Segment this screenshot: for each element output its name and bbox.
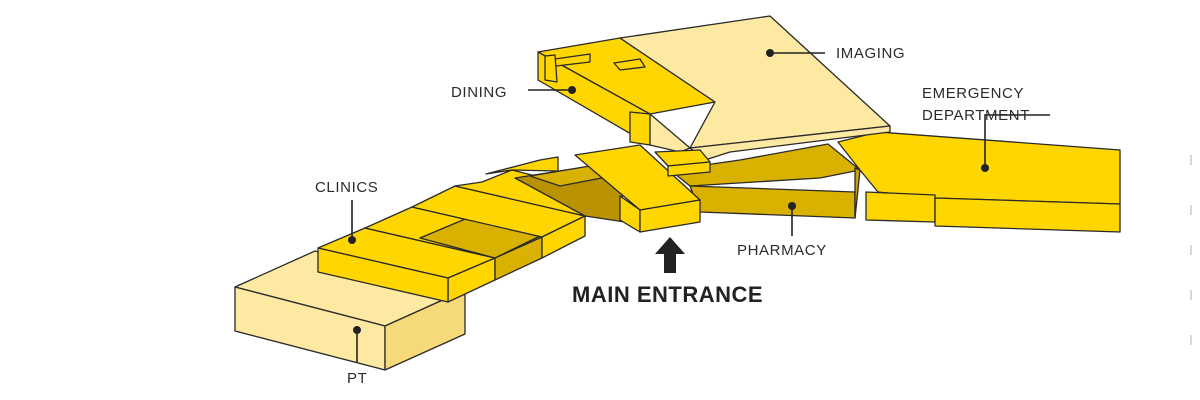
clinics-building xyxy=(317,156,599,303)
right-edge-scroll-marks xyxy=(1190,155,1192,345)
clinics-leader xyxy=(348,200,356,244)
main-entrance-label: MAIN ENTRANCE xyxy=(572,282,763,307)
pharmacy-leader xyxy=(788,202,796,236)
dining-leader xyxy=(528,86,576,94)
main-entrance-arrow-icon xyxy=(655,237,685,273)
pt-leader xyxy=(353,326,361,362)
imaging-label: IMAGING xyxy=(836,45,905,62)
clinics-label: CLINICS xyxy=(315,179,378,196)
main-entrance-canopy xyxy=(574,144,711,233)
pt-building xyxy=(234,250,466,371)
imaging-leader xyxy=(766,49,825,57)
pharmacy-building xyxy=(669,143,861,219)
emergency-building xyxy=(837,131,1121,233)
dining-building xyxy=(537,37,716,146)
emergency-leader xyxy=(981,114,1050,172)
emergency-label-line1: EMERGENCY xyxy=(922,85,1024,102)
pharmacy-label: PHARMACY xyxy=(737,242,827,259)
dining-label: DINING xyxy=(451,84,507,101)
pt-label: PT xyxy=(347,370,367,387)
emergency-label-line2: DEPARTMENT xyxy=(922,107,1030,124)
